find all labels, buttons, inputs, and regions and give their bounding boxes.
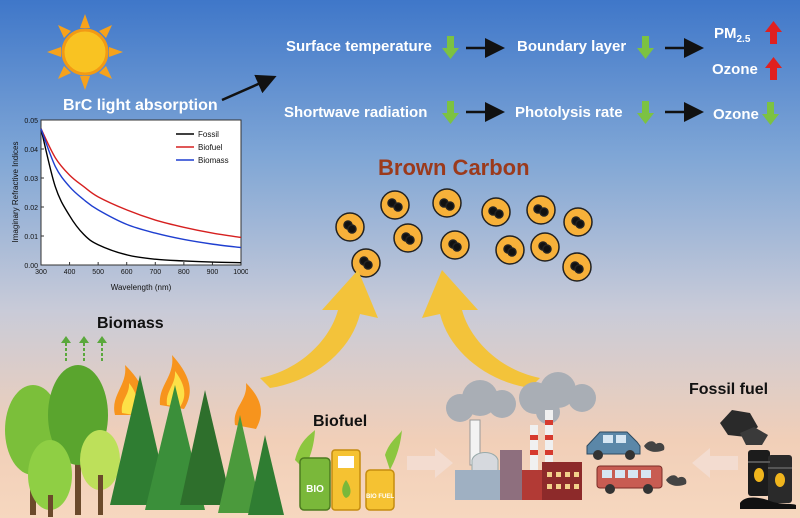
- brown-carbon-particles: [335, 188, 593, 282]
- bus-icon: [596, 465, 663, 494]
- exhaust-icon: [666, 475, 687, 486]
- brown-carbon-title: Brown Carbon: [378, 155, 530, 180]
- pm25-label: PM2.5: [714, 25, 750, 45]
- particle-icon: [393, 223, 423, 253]
- y-tick-label: 0.02: [24, 205, 38, 212]
- down-arrow-icon: [442, 36, 459, 59]
- biomass-label: Biomass: [97, 315, 164, 332]
- building-icon: [500, 450, 522, 500]
- car-icon: [586, 431, 641, 460]
- x-axis-label: Wavelength (nm): [111, 283, 172, 292]
- plot-area: [40, 119, 242, 266]
- legend-label: Biomass: [198, 156, 229, 165]
- tree-icon: [5, 365, 284, 517]
- x-tick-label: 400: [64, 269, 76, 276]
- y-tick-label: 0.01: [24, 234, 38, 241]
- down-arrow-icon: [637, 101, 654, 124]
- x-tick-label: 700: [149, 269, 161, 276]
- shortwave-radiation-label: Shortwave radiation: [284, 104, 428, 121]
- light-arrow-icon: [692, 448, 738, 478]
- up-arrow-icon: [765, 57, 782, 80]
- legend-label: Biofuel: [198, 143, 223, 152]
- down-arrow-icon: [637, 36, 654, 59]
- y-tick-label: 0.03: [24, 176, 38, 183]
- burning-forest: [5, 355, 284, 517]
- particle-icon: [380, 190, 410, 220]
- photolysis-rate-label: Photolysis rate: [515, 104, 623, 121]
- pm25-subscript: 2.5: [736, 34, 751, 45]
- emission-flow-arrows: [260, 270, 540, 388]
- factory-building-icon: [542, 462, 582, 500]
- x-tick-label: 800: [178, 269, 190, 276]
- x-tick-label: 300: [35, 269, 47, 276]
- particle-icon: [440, 230, 470, 260]
- effects-arrows: [221, 21, 782, 125]
- particle-icon: [562, 252, 592, 282]
- y-tick-label: 0.00: [24, 263, 38, 270]
- exhaust-icon: [644, 441, 665, 452]
- brc-absorption-label: BrC light absorption: [63, 97, 218, 114]
- fossil-fuel-icons: [720, 410, 796, 509]
- bio-jar-text: BIO FUEL: [366, 494, 394, 500]
- sun-icon: [47, 14, 123, 90]
- bio-can-text: BIO: [306, 484, 324, 495]
- y-tick-label: 0.04: [24, 147, 38, 154]
- particle-icon: [335, 212, 365, 242]
- y-axis-label: Imaginary Refractive Indices: [11, 142, 20, 243]
- factory-scene: [455, 410, 582, 500]
- series-line-biomass: [40, 128, 242, 249]
- light-arrow-icon: [407, 448, 453, 478]
- right-flow-arrow: [422, 270, 540, 388]
- down-arrow-icon: [762, 102, 779, 125]
- ozone-up-label: Ozone: [712, 61, 758, 78]
- left-flow-arrow: [260, 270, 378, 388]
- bio-fuel-jar-icon: [365, 469, 395, 511]
- surface-temperature-label: Surface temperature: [286, 38, 432, 55]
- particle-icon: [530, 232, 560, 262]
- smoke-cloud-icon: [446, 372, 596, 424]
- series-line-biofuel: [40, 128, 242, 239]
- particle-icon: [563, 207, 593, 237]
- x-tick-label: 900: [207, 269, 219, 276]
- particle-icon: [481, 197, 511, 227]
- ozone-down-label: Ozone: [713, 106, 759, 123]
- refractive-index-chart: 0.00 0.01 0.02 0.03 0.04 0.05 300 400 500 600 700…: [11, 118, 248, 292]
- particle-icon: [526, 195, 556, 225]
- pm25-main: PM: [714, 25, 737, 42]
- y-tick-label: 0.05: [24, 118, 38, 125]
- down-arrow-icon: [442, 101, 459, 124]
- biofuel-label: Biofuel: [313, 413, 368, 430]
- up-arrow-icon: [765, 21, 782, 44]
- particle-icon: [432, 188, 462, 218]
- vehicles: [586, 431, 687, 494]
- series-line-fossil: [40, 128, 242, 264]
- biofuel-containers: BIO BIO FUEL: [295, 430, 402, 511]
- particle-icon: [351, 248, 381, 278]
- fossil-fuel-label: Fossil fuel: [689, 381, 769, 398]
- x-tick-label: 1000: [233, 269, 248, 276]
- x-tick-label: 500: [92, 269, 104, 276]
- rising-arrows-icon: [61, 336, 107, 361]
- legend-label: Fossil: [198, 130, 219, 139]
- bio-can-icon: [299, 457, 331, 511]
- particle-icon: [495, 235, 525, 265]
- absorption-arrow: [221, 74, 277, 102]
- boundary-layer-label: Boundary layer: [517, 38, 627, 55]
- oil-barrel-icon: [740, 450, 796, 509]
- x-tick-label: 600: [121, 269, 133, 276]
